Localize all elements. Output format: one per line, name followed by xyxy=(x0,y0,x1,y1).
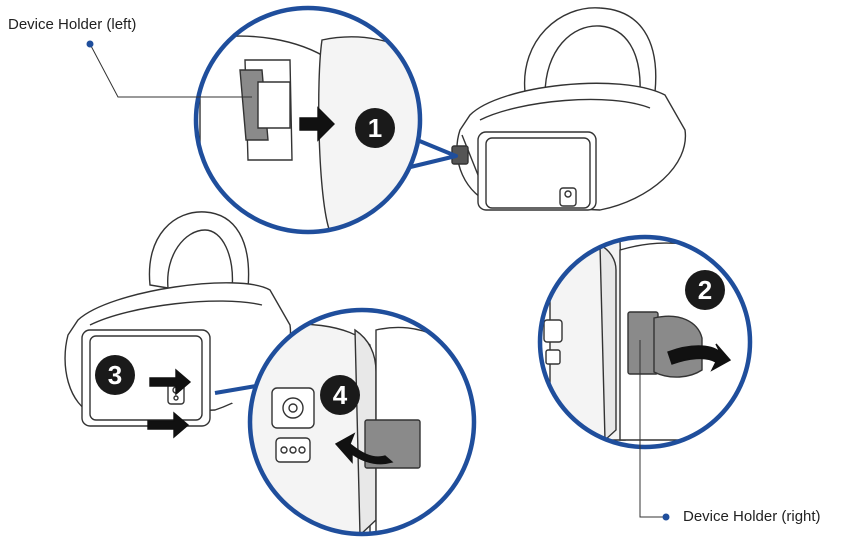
step-number-4: 4 xyxy=(333,380,348,410)
step-badge-4: 4 xyxy=(320,375,360,415)
step-badge-2: 2 xyxy=(685,270,725,310)
headset-top-right xyxy=(451,7,687,211)
device-holder-left-label: Device Holder (left) xyxy=(8,16,137,33)
step-badge-3: 3 xyxy=(95,355,135,395)
zoom-ring-4 xyxy=(247,307,477,537)
leader-line-right xyxy=(639,340,670,521)
leader-line-left xyxy=(86,40,252,98)
zoom-circle-step-2 xyxy=(537,234,753,450)
zoom-ring-1 xyxy=(193,5,423,235)
device-holder-right-label: Device Holder (right) xyxy=(683,508,821,525)
step-number-3: 3 xyxy=(108,360,122,390)
zoom-ring-2 xyxy=(537,234,753,450)
step-badge-1: 1 xyxy=(355,108,395,148)
zoom-circle-step-1 xyxy=(193,5,458,235)
step-number-1: 1 xyxy=(368,113,382,143)
step-number-2: 2 xyxy=(698,275,712,305)
